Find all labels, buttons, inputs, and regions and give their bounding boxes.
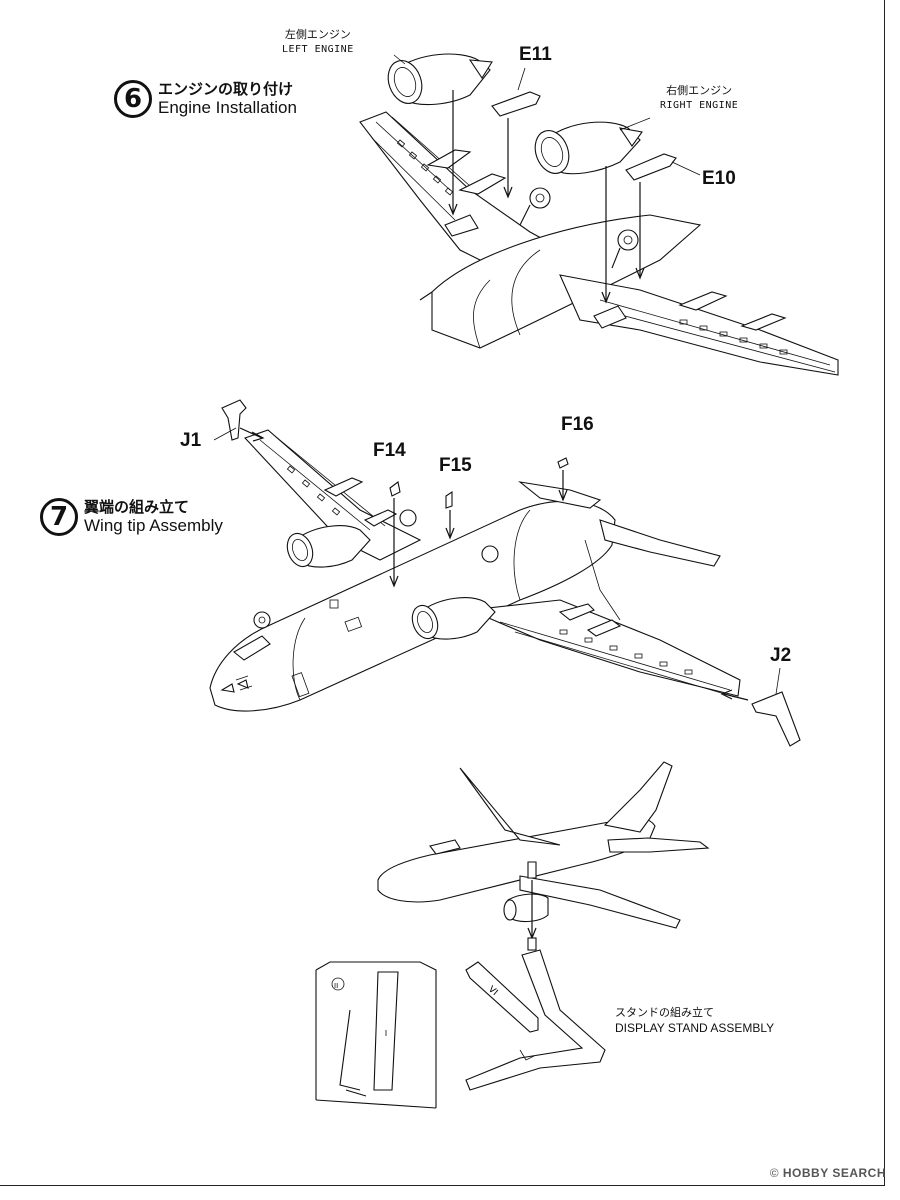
part-label-f16: F16 xyxy=(561,414,594,435)
step7-airframe xyxy=(209,429,741,712)
stand-runner-drawing: II xyxy=(315,961,437,1109)
right-engine-label-en: RIGHT ENGINE xyxy=(660,99,739,111)
step-6-heading: 6 エンジンの取り付け Engine Installation xyxy=(114,80,297,118)
right-engine-label-jp: 右側エンジン xyxy=(666,84,733,97)
left-engine-label-jp: 左側エンジン xyxy=(284,28,351,41)
part-label-e11: E11 xyxy=(519,44,552,65)
hobby-search-watermark: © HOBBY SEARCH xyxy=(770,1166,886,1180)
e11-part-drawing xyxy=(491,91,541,117)
j1-winglet-drawing xyxy=(221,399,247,441)
part-label-e10: E10 xyxy=(702,168,736,189)
right-engine-label: 右側エンジン RIGHT ENGINE xyxy=(660,84,738,112)
part-label-f15: F15 xyxy=(439,455,472,476)
step-7-title-en: Wing tip Assembly xyxy=(84,515,223,535)
f14-part-drawing xyxy=(389,481,401,497)
f16-part-drawing xyxy=(557,457,569,469)
step-6-title-en: Engine Installation xyxy=(158,97,297,117)
right-engine-drawing xyxy=(534,121,643,175)
part-label-j2: J2 xyxy=(770,645,792,666)
stand-assembly-heading: スタンドの組み立て DISPLAY STAND ASSEMBLY xyxy=(615,1005,774,1037)
watermark-copyright: © xyxy=(769,1166,780,1180)
left-engine-label: 左側エンジン LEFT ENGINE xyxy=(282,28,354,56)
step6-arrows xyxy=(393,54,701,304)
watermark-brand: HOBBY SEARCH xyxy=(782,1166,886,1180)
stand-title-en: DISPLAY STAND ASSEMBLY xyxy=(615,1021,775,1036)
part-label-j1: J1 xyxy=(180,430,202,451)
f15-part-drawing xyxy=(445,490,453,509)
step-6-title-jp: エンジンの取り付け xyxy=(158,79,294,98)
step-7-heading: 7 翼端の組み立て Wing tip Assembly xyxy=(40,498,223,536)
svg-text:II: II xyxy=(334,982,338,990)
stand-assembly-drawing: VI xyxy=(465,949,606,1091)
left-engine-label-en: LEFT ENGINE xyxy=(282,43,354,55)
step6-airframe xyxy=(359,111,839,376)
j2-winglet-drawing xyxy=(751,691,801,747)
stand-title-jp: スタンドの組み立て xyxy=(615,1006,714,1019)
page-border-right xyxy=(884,0,885,1185)
e10-part-drawing xyxy=(625,153,677,181)
step-6-number: 6 xyxy=(114,80,152,118)
step-7-number: 7 xyxy=(40,498,78,536)
step7-arrows xyxy=(213,427,781,701)
airliner-illustration xyxy=(377,761,710,951)
step-7-title-jp: 翼端の組み立て xyxy=(84,497,190,516)
part-label-f14: F14 xyxy=(373,440,406,461)
page-border-bottom xyxy=(0,1185,885,1186)
left-engine-drawing xyxy=(387,53,493,106)
